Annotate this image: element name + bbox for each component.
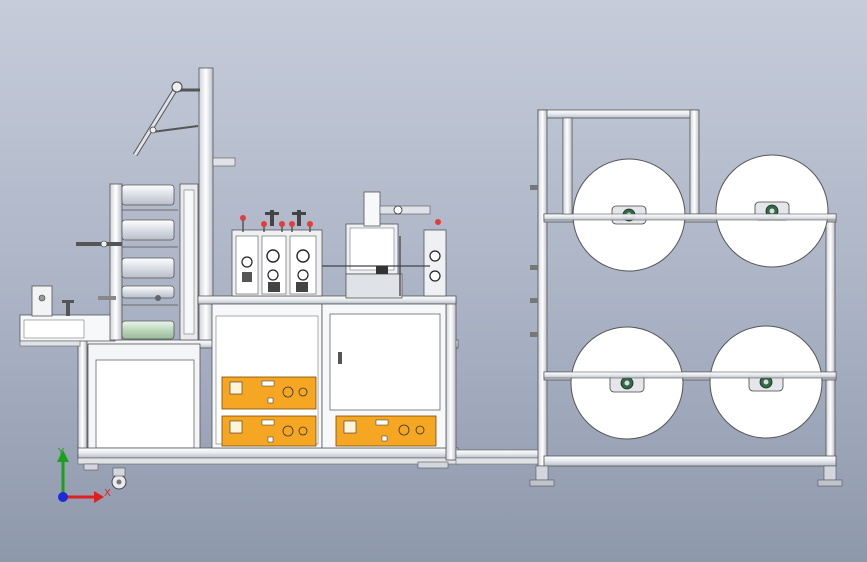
welding-stations [231,210,323,297]
material-roll-4 [709,325,823,439]
control-cabinet-right [321,303,447,449]
control-cabinet-left [197,295,457,449]
z-axis-origin [58,492,68,502]
roller-stack [76,183,199,341]
y-axis-label: Y [57,447,65,458]
roller-2 [121,219,175,241]
axis-triad: Y X [57,447,111,503]
roller-4 [121,285,175,299]
ultrasonic-welder [322,191,447,299]
connecting-rail [455,449,547,465]
material-roll-3 [570,326,684,440]
mask-forming-machine [19,67,459,490]
roller-1 [121,184,175,206]
material-unwind-rack [529,109,843,487]
casters [83,461,449,490]
x-axis-label: X [104,488,111,499]
roller-3 [121,257,175,279]
tension-arm-post [132,67,236,341]
feed-table [19,285,116,347]
roller-5 [121,320,175,340]
material-roll-2 [715,154,829,268]
